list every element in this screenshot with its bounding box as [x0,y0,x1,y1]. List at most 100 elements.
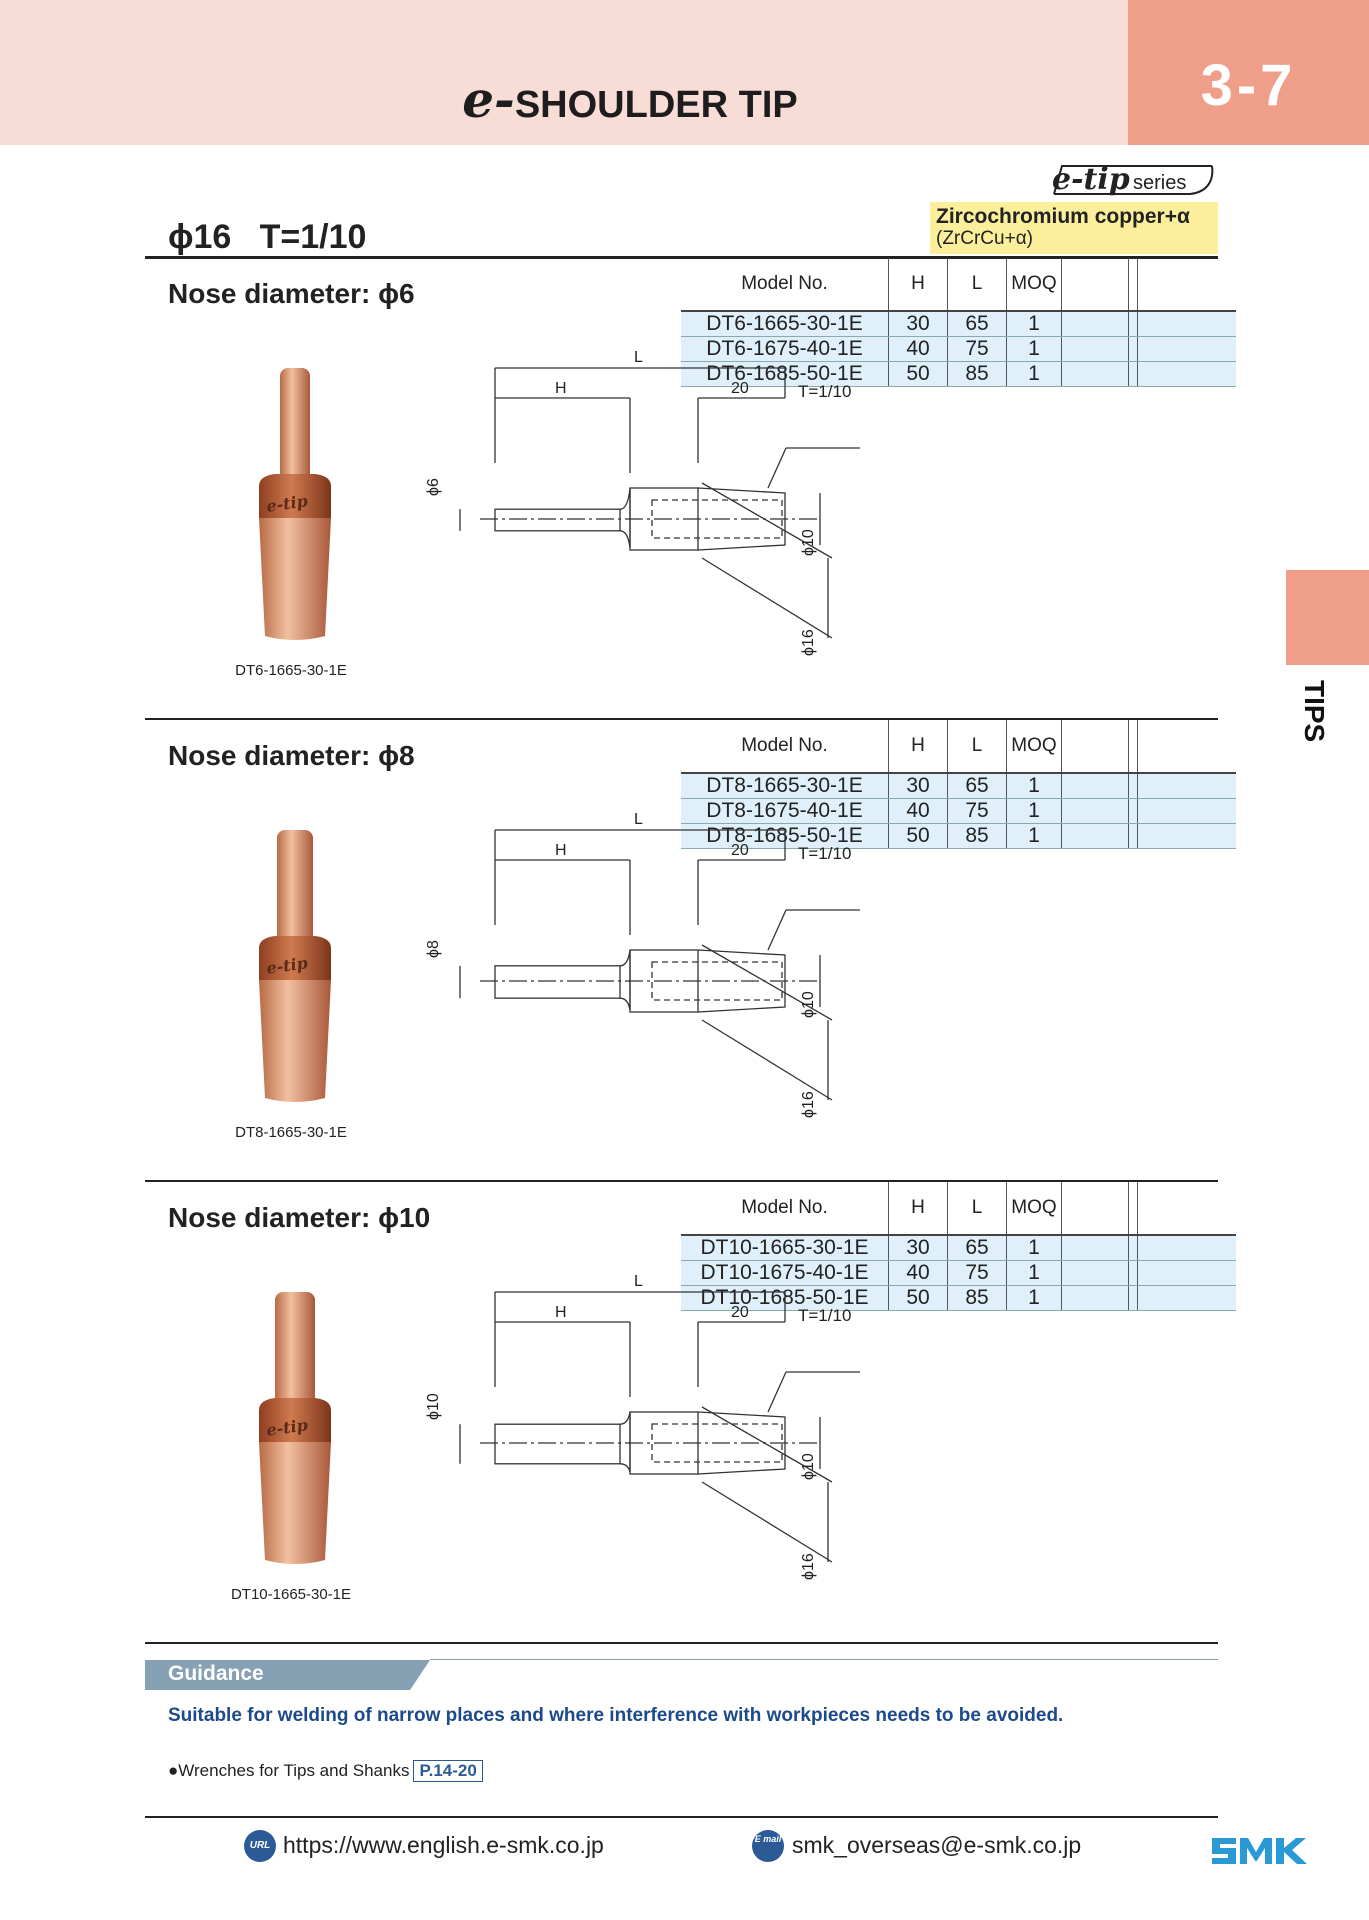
cell-h: 50 [888,361,948,387]
cell-l: 65 [947,1235,1007,1261]
cell-moq: 1 [1006,823,1062,849]
cell-l: 85 [947,823,1007,849]
cell-empty [1137,311,1236,337]
col-empty [1128,720,1138,774]
dim-h-label: H [555,1304,567,1321]
cell-model: DT8-1665-30-1E [681,773,889,799]
dimension-drawing [459,367,860,639]
cell-h: 40 [888,1260,948,1286]
main-heading: ϕ16 T=1/10 [168,218,367,256]
cell-moq: 1 [1006,1285,1062,1311]
dim-l-label: L [634,1273,643,1290]
cell-empty [1137,1235,1236,1261]
series-badge: e-tip series [1040,162,1218,197]
dim-d10-label: ϕ10 [800,1453,817,1480]
col-empty [1128,258,1138,312]
col-moq: MOQ [1006,720,1062,774]
table-row: DT8-1675-40-1E 40 75 1 [681,798,1236,824]
dimension-drawing [459,1291,860,1563]
footer-rule [145,1816,1218,1818]
smk-logo [1208,1830,1318,1870]
spec-table: Model No. H L MOQ DT6-1665-30-1E 30 65 1… [681,258,1236,387]
col-empty [1137,1182,1236,1236]
footer-url-link[interactable]: https://www.english.e-smk.co.jp [283,1832,604,1858]
cell-empty [1061,773,1129,799]
footer-email-link[interactable]: smk_overseas@e-smk.co.jp [792,1832,1082,1858]
cell-moq: 1 [1006,798,1062,824]
cell-h: 30 [888,1235,948,1261]
col-h: H [888,1182,948,1236]
photo-caption: DT8-1665-30-1E [235,1124,347,1141]
dim-d10-label: ϕ10 [800,529,817,556]
cell-model: DT10-1675-40-1E [681,1260,889,1286]
cell-h: 50 [888,1285,948,1311]
section-divider [145,1180,1218,1182]
dim-l-label: L [634,811,643,828]
section-nose-8: Nose diameter: ϕ8 Model No. H L MOQ DT8-… [0,720,1369,1180]
cell-h: 30 [888,311,948,337]
table-header-row: Model No. H L MOQ [681,720,1236,774]
guidance-label: Guidance [168,1662,264,1685]
wrench-text: ●Wrenches for Tips and Shanks [168,1761,410,1780]
cell-empty [1128,311,1138,337]
col-l: L [947,1182,1007,1236]
cell-moq: 1 [1006,336,1062,362]
heading-rule [145,256,1218,259]
col-l: L [947,720,1007,774]
cell-model: DT8-1675-40-1E [681,798,889,824]
wrench-page-link[interactable]: P.14-20 [413,1760,483,1782]
cell-empty [1061,798,1129,824]
dimension-drawing [459,829,860,1101]
photo-caption: DT10-1665-30-1E [230,1586,352,1603]
cell-empty [1137,1285,1236,1311]
table-header-row: Model No. H L MOQ [681,258,1236,312]
table-row: DT10-1665-30-1E 30 65 1 [681,1235,1236,1261]
dim-h-label: H [555,842,567,859]
cell-empty [1061,1235,1129,1261]
col-empty [1128,1182,1138,1236]
dim-nose-label: ϕ10 [425,1393,442,1420]
material-name: Zircochromium copper+α [936,205,1190,228]
side-tab [1286,570,1369,665]
page-number: 3-7 [1200,53,1297,118]
cell-l: 65 [947,311,1007,337]
cell-empty [1128,1260,1138,1286]
mail-icon: E mail [752,1830,784,1862]
series-suffix: series [1133,172,1187,194]
table-header-row: Model No. H L MOQ [681,1182,1236,1236]
col-moq: MOQ [1006,1182,1062,1236]
col-model: Model No. [681,1182,889,1236]
cell-empty [1128,1285,1138,1311]
cell-empty [1128,336,1138,362]
cell-moq: 1 [1006,1235,1062,1261]
cell-empty [1137,1260,1236,1286]
cell-empty [1128,798,1138,824]
series-brand: e-tip [1052,162,1130,197]
col-empty [1061,1182,1129,1236]
table-row: DT10-1675-40-1E 40 75 1 [681,1260,1236,1286]
cell-empty [1061,311,1129,337]
spec-table: Model No. H L MOQ DT8-1665-30-1E 30 65 1… [681,720,1236,849]
section-title: Nose diameter: ϕ10 [168,1202,431,1233]
section-divider [145,718,1218,720]
cell-moq: 1 [1006,1260,1062,1286]
cell-h: 40 [888,336,948,362]
guidance-text: Suitable for welding of narrow places an… [168,1705,1064,1726]
title-text: SHOULDER TIP [514,84,798,126]
smk-logo-mark [1212,1838,1307,1864]
cell-l: 85 [947,361,1007,387]
dim-20-label: 20 [731,380,749,397]
section-title: Nose diameter: ϕ6 [168,278,415,309]
page-title: e-SHOULDER TIP [0,70,1260,129]
cell-moq: 1 [1006,361,1062,387]
col-model: Model No. [681,258,889,312]
cell-empty [1137,823,1236,849]
dim-taper-label: T=1/10 [798,844,852,863]
cell-empty [1061,336,1129,362]
col-empty [1137,720,1236,774]
table-row: DT8-1665-30-1E 30 65 1 [681,773,1236,799]
cell-empty [1128,773,1138,799]
dim-20-label: 20 [731,1304,749,1321]
cell-h: 50 [888,823,948,849]
cell-l: 65 [947,773,1007,799]
